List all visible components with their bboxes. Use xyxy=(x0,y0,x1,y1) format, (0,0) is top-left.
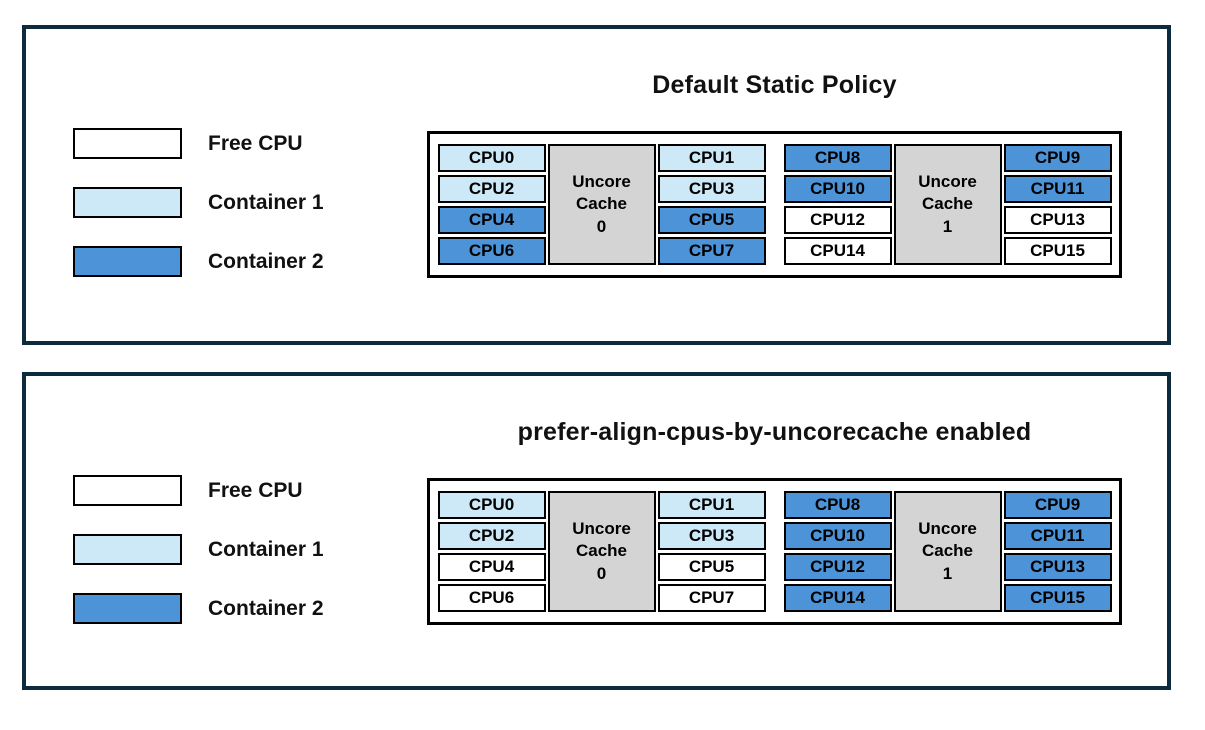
legend-label: Container 2 xyxy=(208,596,324,620)
legend-label: Free CPU xyxy=(208,131,303,155)
panel-default-static-policy: Default Static Policy Free CPU Container… xyxy=(22,25,1171,345)
cpu-cell: CPU11 xyxy=(1003,175,1112,203)
cpu-cell: CPU3 xyxy=(657,522,766,550)
cpu-cell: CPU4 xyxy=(437,206,546,234)
cpu-column-left: CPU0 CPU2 CPU4 CPU6 xyxy=(437,491,546,612)
legend-swatch-container-1 xyxy=(73,534,182,565)
cpu-cell: CPU5 xyxy=(657,553,766,581)
uncore-cache-1-box: Uncore Cache 1 xyxy=(893,491,1002,612)
cache-label-line: Uncore xyxy=(572,519,631,539)
cpu-cell: CPU10 xyxy=(783,522,892,550)
cache-label-line: Uncore xyxy=(572,172,631,192)
legend-item-container-1: Container 1 xyxy=(73,534,324,565)
cpu-cell: CPU2 xyxy=(437,175,546,203)
legend-item-container-2: Container 2 xyxy=(73,246,324,277)
cpu-cell: CPU12 xyxy=(783,553,892,581)
legend-swatch-container-2 xyxy=(73,246,182,277)
legend-swatch-free-cpu xyxy=(73,128,182,159)
legend-swatch-container-2 xyxy=(73,593,182,624)
uncore-cache-1-block: CPU8 CPU10 CPU12 CPU14 Uncore Cache 1 CP… xyxy=(783,491,1112,612)
cpu-cell: CPU6 xyxy=(437,584,546,612)
legend-label: Container 2 xyxy=(208,249,324,273)
cpu-cell: CPU7 xyxy=(657,584,766,612)
cpu-cell: CPU9 xyxy=(1003,491,1112,519)
cpu-cell: CPU15 xyxy=(1003,584,1112,612)
cpu-column-right: CPU9 CPU11 CPU13 CPU15 xyxy=(1003,491,1112,612)
panel-prefer-align-cpus-by-uncorecache: prefer-align-cpus-by-uncorecache enabled… xyxy=(22,372,1171,690)
cpu-column-left: CPU8 CPU10 CPU12 CPU14 xyxy=(783,491,892,612)
cpu-cell: CPU4 xyxy=(437,553,546,581)
cpu-cell: CPU2 xyxy=(437,522,546,550)
cpu-column-left: CPU8 CPU10 CPU12 CPU14 xyxy=(783,144,892,265)
cpu-cell: CPU8 xyxy=(783,144,892,172)
cpu-cell: CPU3 xyxy=(657,175,766,203)
uncore-cache-1-block: CPU8 CPU10 CPU12 CPU14 Uncore Cache 1 CP… xyxy=(783,144,1112,265)
cache-label-line: 0 xyxy=(596,563,607,583)
legend-label: Container 1 xyxy=(208,190,324,214)
panel-title: Default Static Policy xyxy=(652,71,897,99)
cpu-cell: CPU14 xyxy=(783,584,892,612)
cpu-cell: CPU5 xyxy=(657,206,766,234)
cpu-cell: CPU13 xyxy=(1003,206,1112,234)
cpu-cell: CPU15 xyxy=(1003,237,1112,265)
cpu-cell: CPU13 xyxy=(1003,553,1112,581)
cache-label-line: Uncore xyxy=(918,519,977,539)
cpu-cell: CPU0 xyxy=(437,144,546,172)
legend-item-free-cpu: Free CPU xyxy=(73,475,324,506)
cpu-cell: CPU1 xyxy=(657,491,766,519)
cache-label-line: Cache xyxy=(575,541,628,561)
cpu-cell: CPU9 xyxy=(1003,144,1112,172)
cpu-cell: CPU14 xyxy=(783,237,892,265)
cache-label-line: 1 xyxy=(942,563,953,583)
cpu-column-left: CPU0 CPU2 CPU4 CPU6 xyxy=(437,144,546,265)
legend-label: Container 1 xyxy=(208,537,324,561)
cpu-column-right: CPU9 CPU11 CPU13 CPU15 xyxy=(1003,144,1112,265)
cpu-cell: CPU11 xyxy=(1003,522,1112,550)
legend-swatch-container-1 xyxy=(73,187,182,218)
cpu-cell: CPU7 xyxy=(657,237,766,265)
cpu-cell: CPU12 xyxy=(783,206,892,234)
cache-label-line: Cache xyxy=(921,194,974,214)
uncore-cache-0-box: Uncore Cache 0 xyxy=(547,144,656,265)
cpu-column-right: CPU1 CPU3 CPU5 CPU7 xyxy=(657,491,766,612)
legend-swatch-free-cpu xyxy=(73,475,182,506)
legend: Free CPU Container 1 Container 2 xyxy=(73,475,324,624)
legend-item-container-1: Container 1 xyxy=(73,187,324,218)
cache-label-line: Cache xyxy=(921,541,974,561)
cache-label-line: 1 xyxy=(942,216,953,236)
uncore-cache-0-box: Uncore Cache 0 xyxy=(547,491,656,612)
cpu-topology-diagram: CPU0 CPU2 CPU4 CPU6 Uncore Cache 0 CPU1 … xyxy=(427,478,1122,625)
cache-label-line: Uncore xyxy=(918,172,977,192)
legend-item-container-2: Container 2 xyxy=(73,593,324,624)
legend-label: Free CPU xyxy=(208,478,303,502)
cpu-cell: CPU8 xyxy=(783,491,892,519)
cpu-column-right: CPU1 CPU3 CPU5 CPU7 xyxy=(657,144,766,265)
cache-label-line: 0 xyxy=(596,216,607,236)
legend: Free CPU Container 1 Container 2 xyxy=(73,128,324,277)
uncore-cache-0-block: CPU0 CPU2 CPU4 CPU6 Uncore Cache 0 CPU1 … xyxy=(437,144,766,265)
cpu-cell: CPU10 xyxy=(783,175,892,203)
cpu-cell: CPU6 xyxy=(437,237,546,265)
uncore-cache-0-block: CPU0 CPU2 CPU4 CPU6 Uncore Cache 0 CPU1 … xyxy=(437,491,766,612)
cpu-cell: CPU1 xyxy=(657,144,766,172)
cache-label-line: Cache xyxy=(575,194,628,214)
panel-title: prefer-align-cpus-by-uncorecache enabled xyxy=(517,418,1032,446)
uncore-cache-1-box: Uncore Cache 1 xyxy=(893,144,1002,265)
legend-item-free-cpu: Free CPU xyxy=(73,128,324,159)
cpu-topology-diagram: CPU0 CPU2 CPU4 CPU6 Uncore Cache 0 CPU1 … xyxy=(427,131,1122,278)
cpu-cell: CPU0 xyxy=(437,491,546,519)
